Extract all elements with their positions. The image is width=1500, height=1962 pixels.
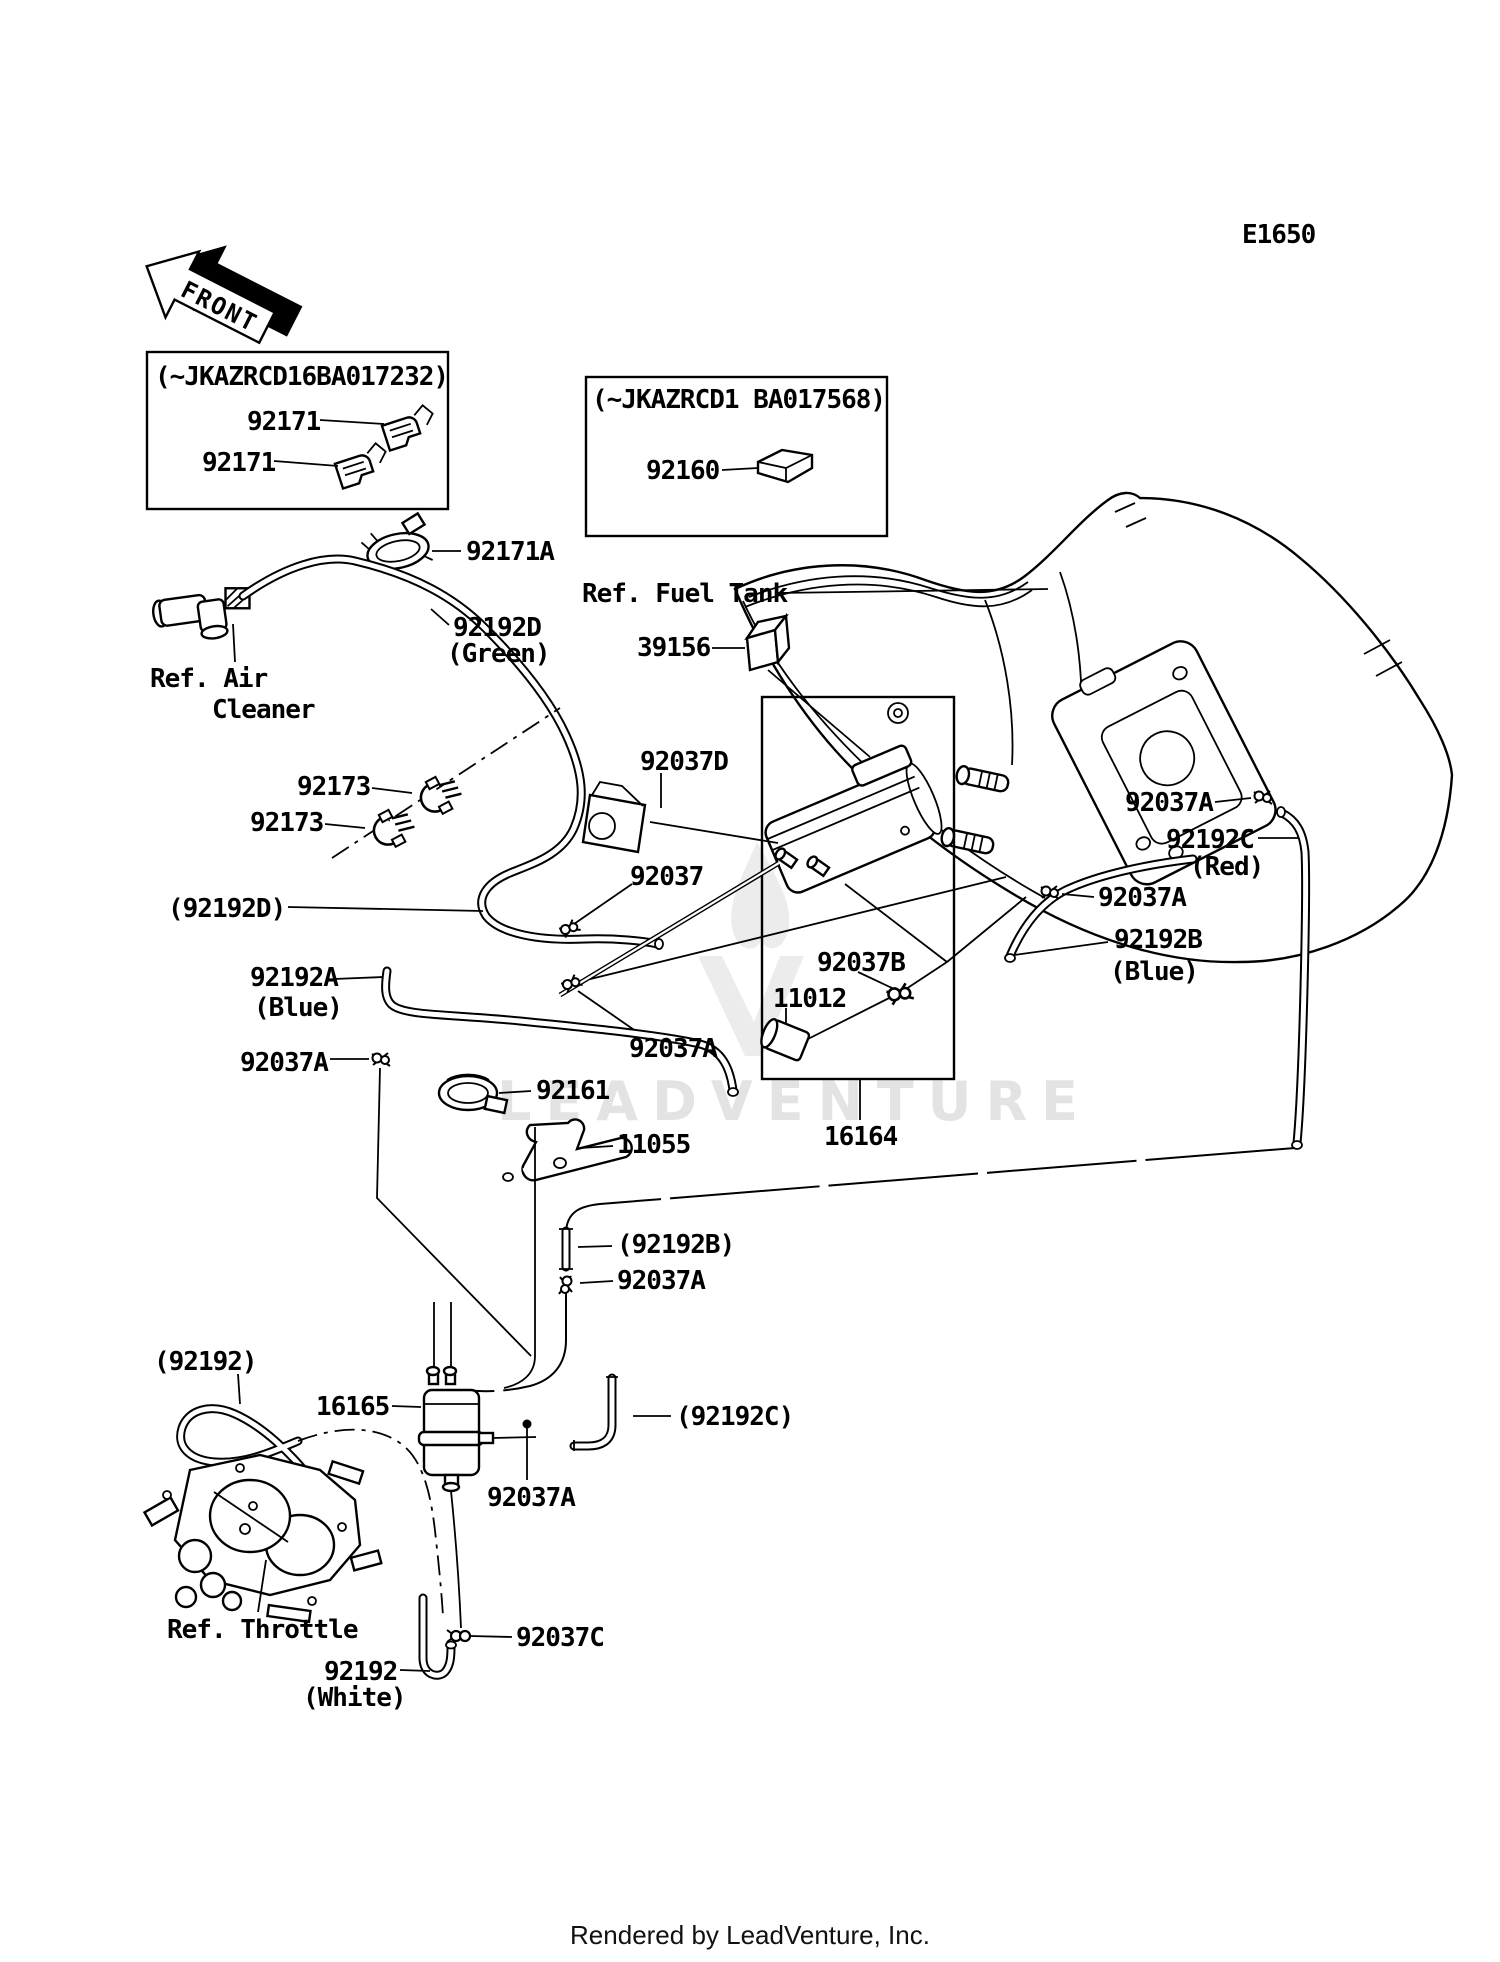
damper-39156 [744,612,791,672]
canister-box [760,695,956,1081]
clip-92173-1 [412,768,467,822]
air-cleaner-fitting [152,587,251,640]
ring-92161 [437,1073,509,1115]
render-credit: Rendered by LeadVenture, Inc. [570,1920,930,1950]
vin-box-2 [584,375,889,538]
pin-92037a-pump [522,1419,532,1429]
clamp-92037a-left [371,1052,391,1067]
watermark-logo [698,842,804,1056]
vin-box-1 [145,350,450,511]
front-arrow-icon: FRONT [145,245,303,345]
pump-16165 [417,1302,495,1493]
band-clamp-92171a [360,511,434,571]
clip-92171-part-2 [333,441,387,491]
canister-ports [774,847,831,878]
watermark-text: LEADVENTURE [497,1070,1092,1133]
valve-92037d [581,781,647,854]
hose-92192d [243,559,657,944]
pipe-11012 [760,1017,811,1062]
clamp-92037a-bottom [558,1275,573,1295]
clip-92171-part-1 [380,403,434,453]
fuel-tank [733,491,1454,964]
clip-92173-2 [365,801,420,855]
clamp-92037c [446,1629,472,1643]
bracket-11055 [502,1118,633,1182]
throttle-body [142,1453,383,1624]
hose-92192c-piece [574,1378,612,1446]
canister-16164 [764,744,943,894]
